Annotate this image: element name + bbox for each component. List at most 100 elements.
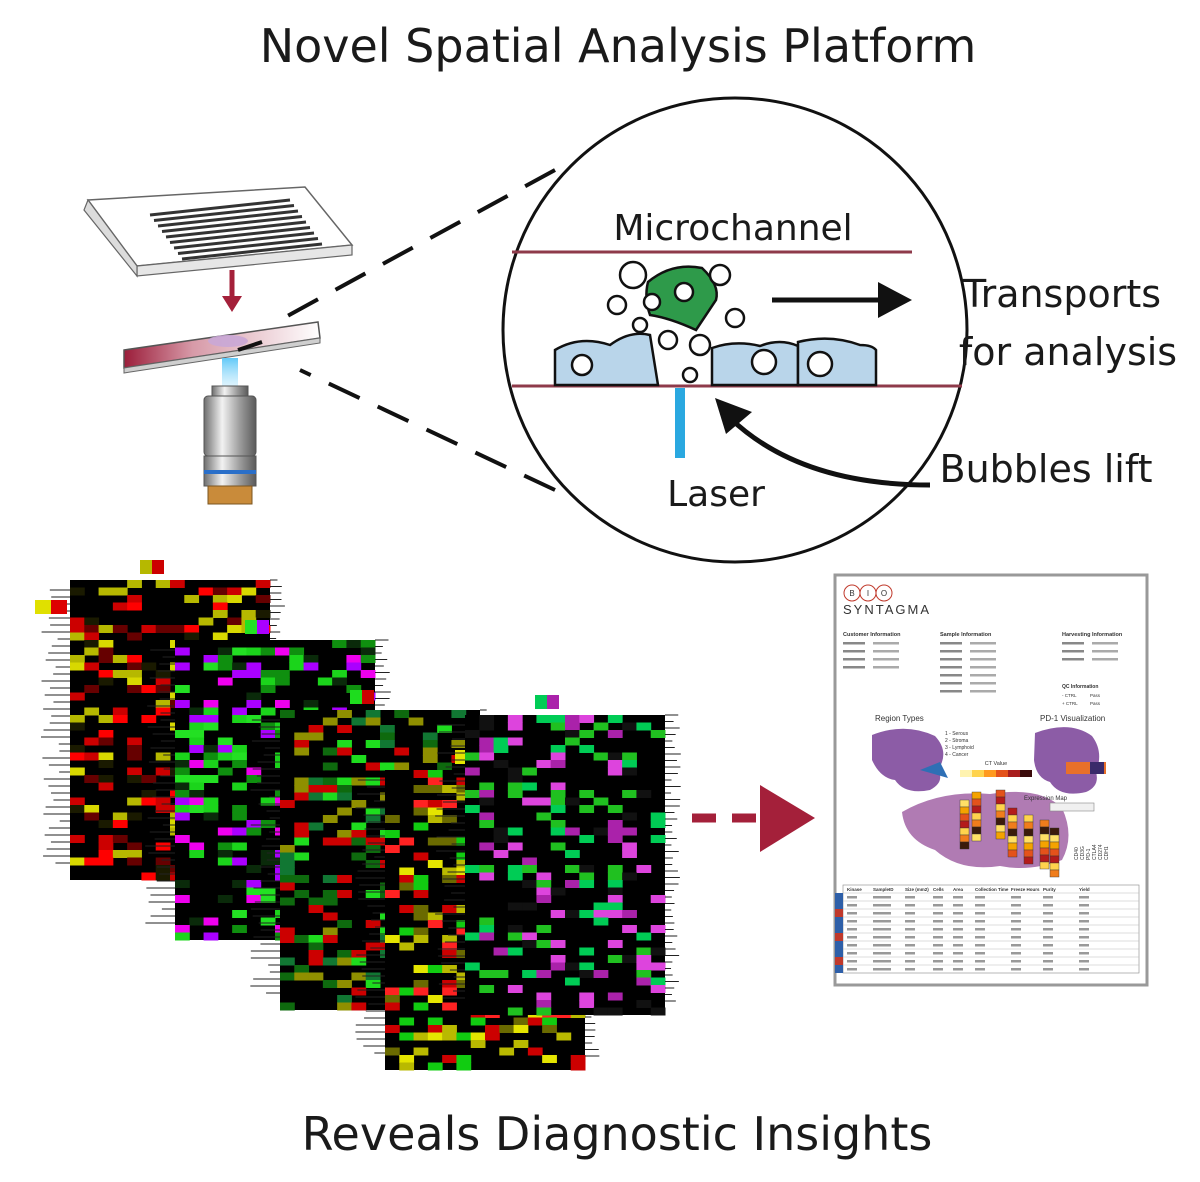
heatmap-cell [479,932,495,941]
table-cell [847,912,857,915]
heatmap-cell [427,965,443,973]
heatmap-cell [308,942,324,951]
heatmap-cell [98,850,114,858]
heatmap-cell [465,752,480,761]
heatmap-cell [427,1062,443,1071]
heatmap-cell [513,1025,529,1033]
heatmap-cell [189,722,205,731]
table-cell [905,944,915,947]
heatmap-cell [422,755,438,763]
table-header-cell: Area [953,887,964,892]
heatmap-cell [565,722,580,731]
heatmap-cell [246,880,262,888]
heatmap-cell [280,1002,295,1011]
heatmap-cell [127,737,142,746]
heatmap-cell [155,700,171,708]
heatmap-cell [413,1002,429,1011]
heatmap-cell [536,797,552,806]
table-cell [905,912,915,915]
table-cell [905,952,915,955]
heatmap-cell [189,745,205,753]
heatmap-cell [189,737,205,746]
heatmap-cell [607,872,623,881]
heatmap-cell [112,850,128,858]
expression-map-select[interactable] [1049,802,1095,812]
heatmap-cell [507,722,523,731]
heatmap-cell [427,920,443,928]
ct-scale-swatch [1008,770,1020,777]
heatmap-cell [112,602,128,611]
heatmap-cell [217,662,233,671]
heatmap-cell [579,910,595,918]
heatmap-cell [227,595,242,603]
heatmap-cell [507,827,523,836]
heatmap-cell [84,662,100,671]
heatmap-cell [280,800,295,808]
heatmap-cell [607,992,623,1001]
heatmap-cell [175,812,190,821]
heatmap-cell [84,775,100,783]
table-cell [1043,952,1053,955]
table-cell [975,952,985,955]
heatmap-cell [98,640,114,648]
heatmap-cell [579,835,595,843]
heatmap-cell [442,1025,457,1033]
report-text-line [940,682,962,685]
color-key [257,620,269,634]
heatmap-cell [70,752,85,761]
heatmap-cell [275,670,290,678]
heatmap-cell [493,827,509,836]
heatmap-cell [465,767,480,776]
heatmap-cell [322,792,338,801]
gene-label: CDH1 [1104,846,1110,860]
heatmap-cell [98,587,114,596]
report-text-line [970,666,996,669]
heatmap-cell [127,857,142,866]
chip-channel-line [169,226,311,244]
heatmap-cell [112,820,128,828]
heatmap-cell [232,842,247,851]
heatmap-cell [365,815,381,823]
expression-bar-segment [995,789,1006,798]
heatmap-cell [322,837,338,846]
heatmap-cell [636,932,652,941]
report-text-line [970,682,996,685]
heatmap-cell [303,655,319,663]
heatmap-cell [399,1017,415,1026]
heatmap-cell [203,760,219,768]
heatmap-cell [275,677,290,686]
heatmap-cell [550,955,566,963]
heatmap-cell [232,647,247,656]
heatmap-cell [485,1025,500,1033]
color-key [51,600,67,614]
heatmap-cell [294,852,310,861]
heatmap-cell [337,837,352,846]
heatmap-cell [470,1040,486,1048]
heatmap-cell [507,737,523,746]
heatmap-cell [346,685,362,693]
table-cell [975,896,985,899]
heatmap-cell [322,762,338,771]
heatmap-cell [650,947,666,956]
heatmap-cell [127,775,142,783]
table-cell [933,960,943,963]
heatmap-cell [351,755,367,763]
heatmap-cell [322,897,338,906]
heatmap-cell [365,710,381,718]
heatmap-cell [593,902,609,911]
heatmap-cell [203,932,219,941]
heatmap-cell [542,1055,557,1063]
heatmap-cell [394,710,410,718]
table-header-cell: Purity [1043,887,1056,892]
table-cell [953,968,963,971]
table-cell [1079,936,1089,939]
heatmap-cell [493,850,509,858]
heatmap-cell [550,797,566,806]
heatmap-cell [70,722,85,731]
report-brand: SYNTAGMA [843,602,931,617]
heatmap-cell [346,662,362,671]
heatmap-cell [380,740,395,748]
heatmap-cell [232,782,247,791]
heatmap-cell [70,655,85,663]
heatmap-cell [413,882,429,891]
